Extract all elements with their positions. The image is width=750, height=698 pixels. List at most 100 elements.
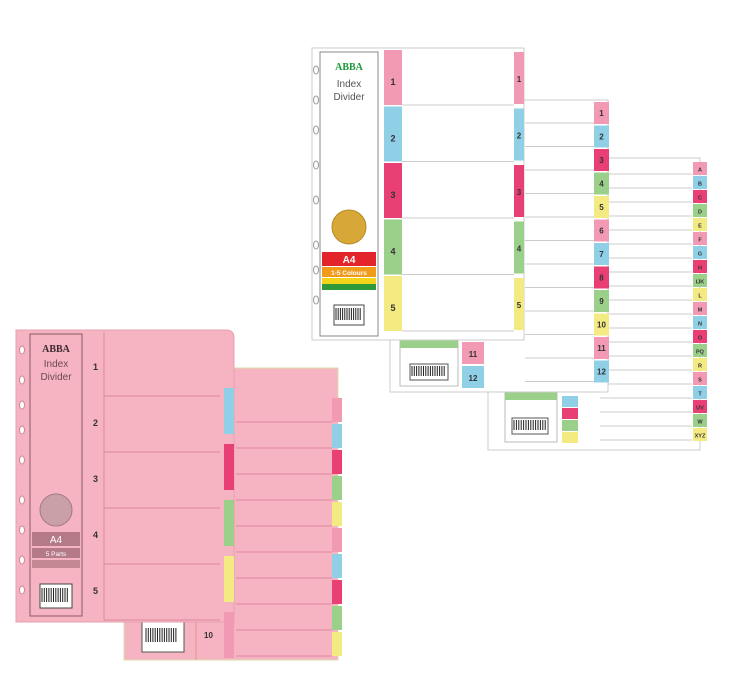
twelve-tab (594, 219, 609, 242)
white-right-tab (514, 165, 524, 217)
twelve-tab (594, 337, 609, 359)
twelve-visible-tab-label: 12 (469, 374, 478, 383)
white-left-tab (384, 276, 402, 331)
twelve-visible-tab (462, 342, 484, 364)
pink-side-tab (224, 500, 234, 546)
punch-hole (19, 375, 25, 385)
twelve-tab-label: 6 (599, 227, 604, 236)
az-cover-strip (505, 392, 557, 400)
pink-back-tab (332, 476, 342, 500)
az-tab (693, 288, 707, 301)
az-tab-label: IJK (696, 280, 705, 286)
gold-seal-icon (331, 209, 367, 245)
pink-back-tab-label: 10 (204, 631, 213, 640)
az-tab-label: C (698, 196, 702, 202)
brand-logo: ABBA (42, 344, 71, 355)
twelve-visible-tab-label: 11 (469, 350, 478, 359)
az-tab (693, 414, 707, 427)
pink-tab-label: 3 (93, 474, 98, 484)
az-tab (693, 302, 707, 315)
az-tab-label: O (698, 336, 703, 342)
pink-back-tab (332, 606, 342, 630)
white-right-tab-label: 3 (517, 188, 522, 197)
az-tab-label: E (698, 224, 702, 230)
stripe-green (322, 284, 376, 290)
twelve-tab-label: 9 (599, 297, 604, 306)
twelve-cover-strip (400, 340, 458, 348)
pink-side-tab (224, 444, 234, 490)
twelve-tab-label: 8 (599, 274, 604, 283)
punch-hole (19, 495, 25, 505)
az-tab-label: B (698, 182, 702, 188)
punch-hole (313, 125, 319, 135)
az-tab (693, 344, 707, 357)
az-tab (693, 246, 707, 259)
pink-side-tab (224, 612, 234, 658)
az-tab-label: W (697, 420, 703, 426)
twelve-visible-tab (462, 366, 484, 388)
twelve-tab (594, 243, 609, 265)
az-tab (693, 386, 707, 399)
cover-title: Divider (333, 92, 365, 103)
white-right-tab (514, 278, 524, 330)
az-tab-label: XYZ (695, 434, 706, 440)
az-tab (693, 372, 707, 385)
white-left-tab (384, 50, 402, 105)
pink-side-tab (224, 388, 234, 434)
az-tab (693, 176, 707, 189)
pink-back-tab (332, 424, 342, 448)
twelve-tab (594, 149, 609, 171)
barcode-icon (409, 363, 449, 381)
white-right-tab-label: 2 (517, 132, 522, 141)
az-visible-tab (562, 432, 578, 443)
az-tab (693, 162, 707, 175)
stripe-yellow (322, 278, 376, 284)
white-left-tab-label: 2 (390, 134, 395, 144)
az-tab-label: L (698, 294, 702, 300)
twelve-tab (594, 125, 609, 148)
twelve-tab-label: 3 (599, 156, 604, 165)
punch-hole (19, 400, 25, 410)
white-left-tab (384, 219, 402, 275)
barcode-icon (141, 621, 185, 653)
punch-hole (313, 160, 319, 170)
colours-band (322, 267, 376, 277)
punch-hole (19, 345, 25, 355)
white-left-tab-label: 4 (390, 247, 395, 257)
az-tab (693, 400, 707, 413)
twelve-tab-label: 2 (599, 133, 604, 142)
az-tab-label: PQ (696, 350, 705, 356)
punch-hole (19, 455, 25, 465)
pink-back-tab (332, 502, 342, 526)
parts-band (32, 548, 80, 558)
white-right-tab-label: 1 (517, 75, 522, 84)
punch-hole (19, 585, 25, 595)
az-tab (693, 428, 707, 441)
az-tab-label: S (698, 378, 702, 384)
twelve-tab-label: 11 (597, 344, 606, 353)
white-left-tab (384, 106, 402, 162)
white-left-tab (384, 163, 402, 218)
pink-cover-label (29, 333, 83, 617)
az-tab (693, 204, 707, 217)
az-visible-tab (562, 396, 578, 407)
white-right-tab-label: 4 (517, 245, 522, 254)
az-tab (693, 316, 707, 329)
cover-title: Index (337, 79, 361, 90)
twelve-tab-label: 4 (599, 180, 604, 189)
punch-hole (19, 555, 25, 565)
az-tab-label: R (698, 364, 702, 370)
punch-hole (313, 95, 319, 105)
az-tab-label: UV (696, 406, 704, 412)
pink-back-tab (332, 554, 342, 578)
az-tab (693, 274, 707, 287)
az-tab (693, 330, 707, 343)
az-visible-tab (562, 408, 578, 419)
pink-back-tab (332, 450, 342, 474)
size-band (322, 252, 376, 266)
twelve-tab (594, 196, 609, 218)
size-label: A4 (343, 255, 356, 266)
white-right-tab (514, 52, 524, 104)
twelve-tab (594, 360, 609, 383)
